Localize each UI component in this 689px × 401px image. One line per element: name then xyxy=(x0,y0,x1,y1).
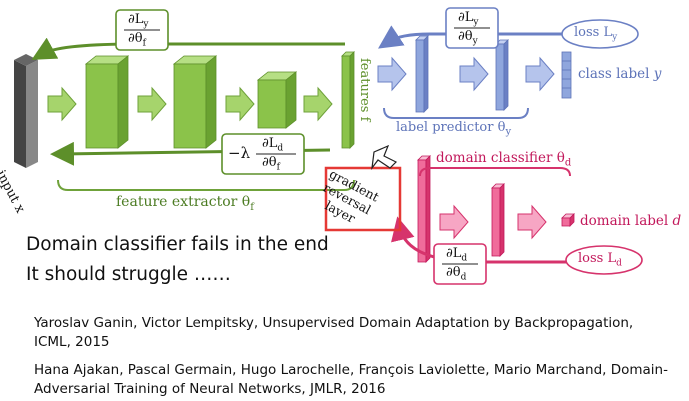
reference-2: Hana Ajakan, Pascal Germain, Hugo Laroch… xyxy=(34,362,668,397)
grad-d-den: ∂θd xyxy=(446,265,467,283)
grl-pointer-arrow xyxy=(371,144,398,171)
domain-classifier-bracket xyxy=(419,167,571,177)
reference-1: Yaroslav Ganin, Victor Lempitsky, Unsupe… xyxy=(34,315,634,350)
note-line-2: It should struggle …… xyxy=(26,264,231,285)
class-label-output xyxy=(561,51,572,99)
grad-y-den: ∂θy xyxy=(458,29,478,47)
conv-block-2 xyxy=(172,55,218,149)
feature-extractor-arrows xyxy=(47,86,333,122)
grad-rev-num: ∂Ld xyxy=(262,136,284,154)
grad-d-num: ∂Ld xyxy=(446,246,468,264)
grad-y-num: ∂Ly xyxy=(458,10,479,28)
label-predictor-arrows xyxy=(377,56,555,92)
grl-to-domain-arrow xyxy=(358,140,368,150)
loss-d-ellipse xyxy=(565,245,643,275)
grad-rev-prefix: −λ xyxy=(228,144,251,162)
label-predictor-label: label predictor θy xyxy=(396,120,512,138)
label-predictor-layer-1 xyxy=(415,35,429,113)
domain-classifier-layer-2 xyxy=(491,183,505,257)
label-predictor-layer-2 xyxy=(495,39,509,111)
loss-y-arrow xyxy=(378,25,570,49)
feature-extractor-label: feature extractor θf xyxy=(116,194,254,213)
domain-label-label: domain label d xyxy=(580,213,682,229)
class-label-label: class label y xyxy=(578,66,662,82)
loss-y-ellipse xyxy=(561,19,639,49)
domain-classifier-layer-1 xyxy=(417,155,431,263)
domain-label-output xyxy=(561,213,575,227)
conv-block-3 xyxy=(256,71,298,129)
domain-classifier-label: domain classifier θd xyxy=(436,150,572,169)
grad-f-den: ∂θf xyxy=(128,31,146,49)
feature-extractor-bracket xyxy=(57,179,355,191)
note-line-1: Domain classifier fails in the end xyxy=(26,234,329,255)
label-predictor-bracket xyxy=(383,107,529,119)
features-label: features f xyxy=(357,58,372,122)
backprop-arrow-top xyxy=(31,37,345,60)
domain-classifier-arrows xyxy=(439,204,547,240)
loss-y-label: loss Ly xyxy=(574,25,618,43)
grl-highlight-box xyxy=(324,166,402,232)
grad-f-num: ∂Ly xyxy=(128,12,149,30)
grad-rev-den: ∂θf xyxy=(262,155,280,173)
conv-block-1 xyxy=(84,55,130,149)
loss-d-label: loss Ld xyxy=(578,251,622,269)
input-block xyxy=(14,54,38,168)
features-vector xyxy=(341,51,355,149)
